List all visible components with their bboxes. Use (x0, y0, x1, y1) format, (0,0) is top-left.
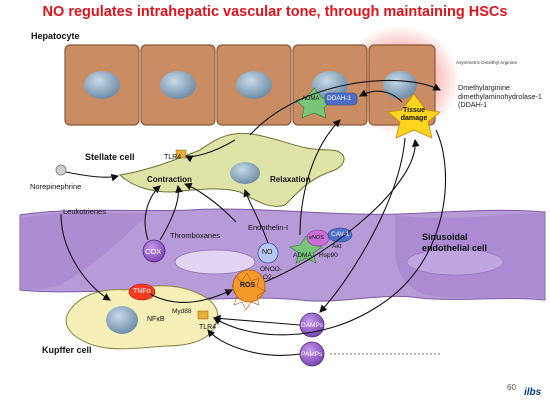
ddah-note: Dmethylarginine dimethylaminohydrolase-1… (458, 83, 542, 110)
leukotrienes-label: Leukotrienes (63, 207, 106, 216)
enos-label: eNOS (309, 235, 324, 241)
hepatocyte-nucleus (236, 71, 272, 99)
endothelin-label: Endothelin-I (248, 223, 289, 232)
onoo-label: ONOO- (260, 266, 283, 273)
endothelial-nucleus (174, 249, 256, 275)
myd88-label: Myd88 (172, 308, 192, 315)
norepinephrine-label: Norepinephrine (30, 182, 82, 191)
tlr4-bottom-marker (197, 310, 209, 320)
tnfa-marker (128, 283, 156, 301)
hepatocyte-nucleus (160, 71, 196, 99)
kupffer-cell-shape (65, 285, 219, 350)
ilbs-logo: ilbs (524, 387, 542, 398)
thromboxanes-label: Thromboxanes (170, 231, 221, 240)
ddah1-label: DDAH-1 (327, 95, 352, 102)
tlr4-bottom-label: TLR4 (199, 324, 217, 331)
tissue-damage-label: Tissue damage (400, 107, 428, 122)
cav1-label: CAV-1 (331, 231, 350, 238)
nfkb-label: NFκB (147, 316, 165, 323)
ddah-note-line3: (DDAH-1 (458, 100, 488, 110)
o2-label: O2- (263, 274, 274, 281)
asym-note: Asymmetric Dimethyl Arginine (456, 60, 518, 65)
hsp90-label: Hsp90 (319, 252, 338, 259)
tissue-damage-burst (387, 93, 441, 139)
ddah-note-line2: dimethylaminohydrolase-1 (458, 91, 542, 101)
adma-upper-star (295, 87, 333, 119)
norepinephrine-marker (55, 164, 67, 176)
ddah-note-line1: Dmethylarginine (458, 83, 510, 92)
kupffer-cell-label: Kupffer cell (42, 345, 92, 355)
akt-label: Akt (332, 243, 342, 250)
ddah1-box (324, 92, 358, 106)
sinusoidal-endothelial-cell-label: Sinusoidal endothelial cell (422, 232, 488, 253)
hepatocyte-label: Hepatocyte (31, 31, 80, 41)
adma-upper-label: ADMA (302, 96, 320, 102)
hepatocyte-nucleus (383, 71, 417, 99)
tlr4-top-marker (175, 149, 187, 159)
ros-marker (232, 269, 266, 303)
pathway-arrows (60, 80, 447, 356)
hepatocyte-nucleus (84, 71, 120, 99)
stellate-nucleus (230, 162, 260, 184)
cox-label: COX (145, 247, 162, 256)
sinusoidal-endothelium (19, 208, 546, 302)
no-label: NO (262, 249, 273, 256)
kupffer-nucleus (106, 306, 138, 334)
adma-lower-label: ADMA (293, 252, 312, 259)
tnfa-label: TNFα (133, 288, 151, 295)
damps-label: DAMPs (301, 322, 324, 329)
cox-marker (142, 239, 166, 263)
hepatocyte-row (64, 25, 460, 135)
relaxation-label: Relaxation (270, 175, 311, 184)
page-number: 60 (507, 383, 516, 392)
ros-label: ROS (240, 282, 256, 289)
cav1-marker (327, 227, 353, 243)
slide-title: NO regulates intrahepatic vascular tone,… (42, 4, 508, 20)
contraction-label: Contraction (147, 175, 192, 184)
stellate-cell-label: Stellate cell (85, 152, 135, 162)
pamps-label: PAMPs (301, 351, 323, 358)
tlr4-top-label: TLR4 (164, 154, 182, 161)
